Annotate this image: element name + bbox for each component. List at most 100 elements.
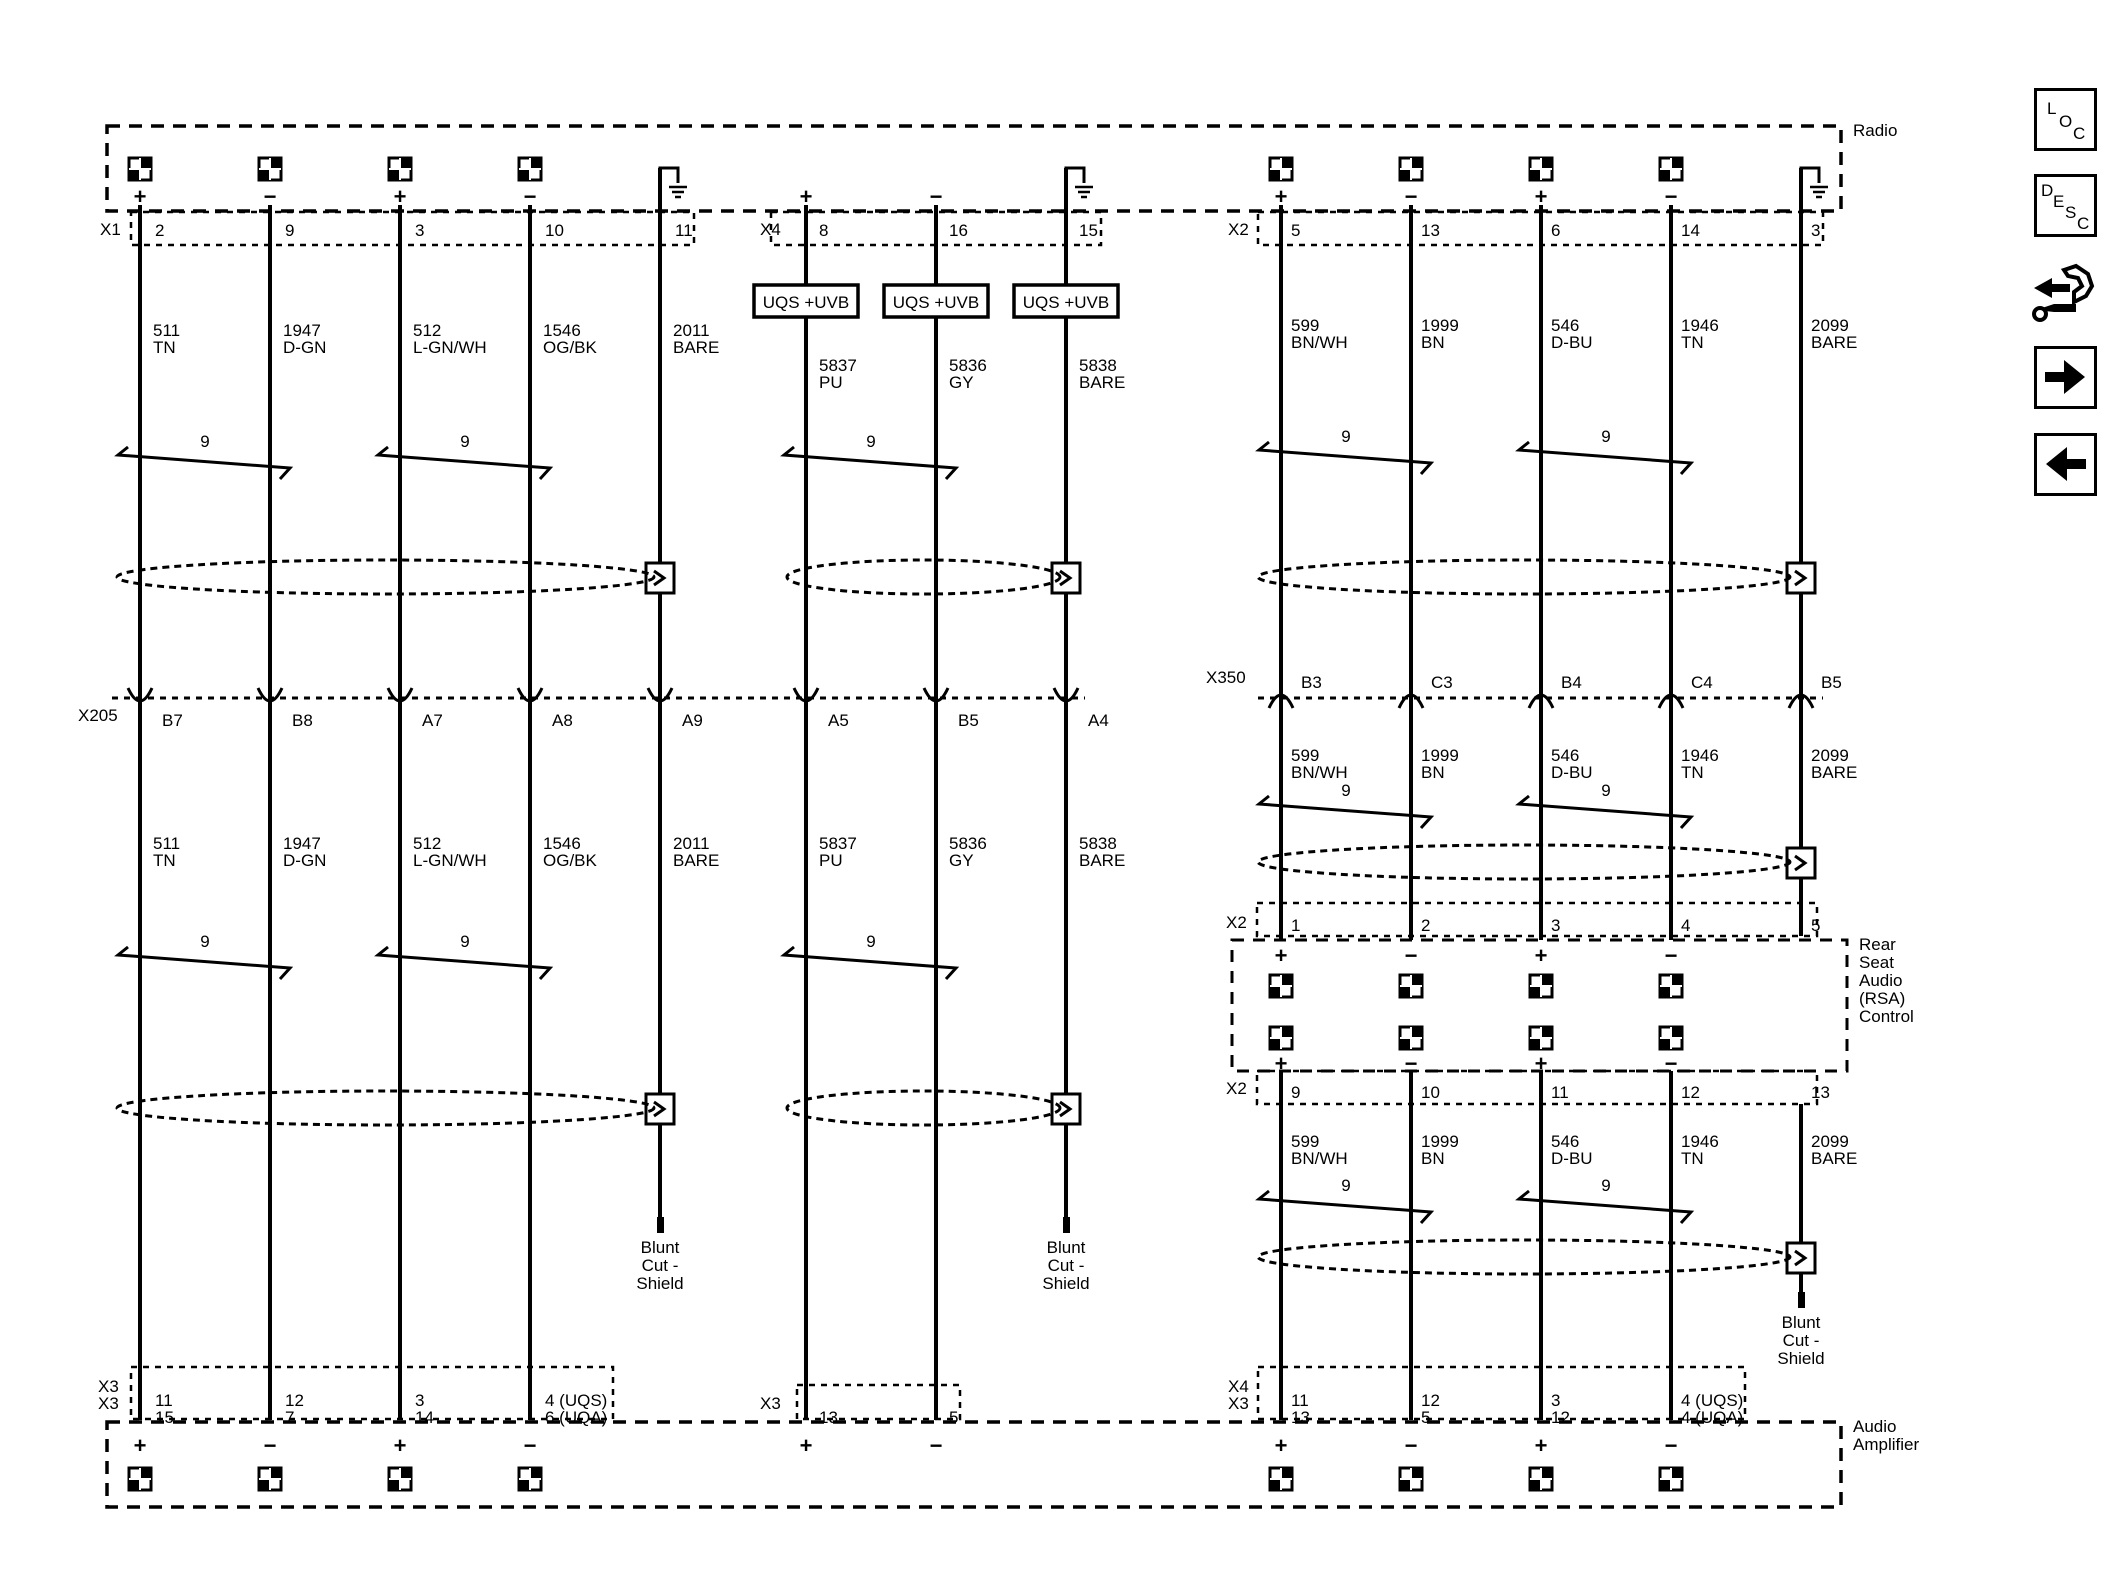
rsa-polarity-mark: + — [1275, 943, 1288, 968]
terminal-fill — [400, 1468, 411, 1479]
twisted-pair-marker — [1515, 440, 1695, 476]
twisted-pair-marker — [1255, 1189, 1435, 1225]
shield-ellipse — [1256, 843, 1792, 881]
rsa-control-label: Audio — [1859, 971, 1902, 990]
right-blunt-cut-label: Cut - — [1783, 1331, 1820, 1350]
amplifier-polarity-mark: − — [1405, 1433, 1418, 1458]
radio-polarity-mark: + — [800, 184, 813, 209]
connector-x4-bottom-label: X4 — [1228, 1377, 1249, 1396]
radio-module-label: Radio — [1853, 121, 1897, 140]
shield-drain-arrow — [1794, 854, 1808, 872]
wire-color: BN — [1421, 763, 1445, 782]
shield-ellipse — [1256, 558, 1792, 596]
terminal-fill — [1671, 158, 1682, 169]
uqs-uvb-option-label: UQS +UVB — [763, 293, 849, 312]
terminal-fill — [1281, 1027, 1292, 1038]
terminal-fill — [1281, 975, 1292, 986]
terminal-fill — [270, 158, 281, 169]
terminal-fill — [1270, 1479, 1281, 1490]
amplifier-polarity-mark: − — [1665, 1433, 1678, 1458]
x350-pin-label: B4 — [1561, 673, 1582, 692]
x2-rsa-out-box — [1255, 1069, 1819, 1106]
inline-connector-cap — [1397, 693, 1425, 709]
terminal-fill — [1411, 158, 1422, 169]
loc-icon[interactable]: L O C — [2034, 88, 2097, 151]
terminal-fill — [519, 1479, 530, 1490]
audio-amplifier-module-outline — [105, 1420, 1843, 1509]
radio-polarity-mark: + — [1275, 184, 1288, 209]
twisted-pair-label: 9 — [460, 432, 469, 451]
amplifier-polarity-mark: + — [1535, 1433, 1548, 1458]
twisted-pair-marker — [1255, 794, 1435, 830]
x205-pin-label: A4 — [1088, 711, 1109, 730]
tool-icon[interactable] — [2030, 262, 2098, 333]
x2-rsa-in-pin-label: 5 — [1811, 916, 1820, 935]
arrow-left-icon[interactable] — [2034, 433, 2097, 496]
x2-rsa-in-pin-label: 1 — [1291, 916, 1300, 935]
connector-x3-left-label: X3 — [98, 1377, 119, 1396]
twisted-pair-label: 9 — [200, 932, 209, 951]
terminal-fill — [1541, 158, 1552, 169]
wire-color: BARE — [1811, 1149, 1857, 1168]
radio-polarity-mark: − — [264, 184, 277, 209]
rsa-polarity-mark: − — [1665, 943, 1678, 968]
desc-icon[interactable]: D E S C — [2034, 174, 2097, 237]
mid-blunt-cut-label: Shield — [1042, 1274, 1089, 1293]
wire-color: D-GN — [283, 338, 326, 357]
inline-connector-cup — [792, 687, 820, 703]
x3-pin-label: 13 — [1291, 1408, 1310, 1427]
terminal-fill — [1400, 986, 1411, 997]
x1-pin-label: 2 — [155, 221, 164, 240]
inline-connector-cup — [386, 687, 414, 703]
wire-color: BARE — [1811, 763, 1857, 782]
x4-x3-right-box — [1256, 1365, 1747, 1421]
connector-x350-label: X350 — [1206, 668, 1246, 687]
circuit-number: 1999 — [1421, 746, 1459, 765]
wire-color: D-GN — [283, 851, 326, 870]
terminal-fill — [1530, 986, 1541, 997]
amplifier-polarity-mark: − — [930, 1433, 943, 1458]
inline-connector-cup — [126, 687, 154, 703]
arrow-right-icon[interactable] — [2034, 346, 2097, 409]
x205-pin-label: A8 — [552, 711, 573, 730]
terminal-fill — [1660, 169, 1671, 180]
twisted-pair-label: 9 — [1341, 427, 1350, 446]
x4-pin-label: 4 (UQS) — [1681, 1391, 1743, 1410]
terminal-fill — [1400, 1038, 1411, 1049]
blunt-cut-end — [1063, 1217, 1070, 1233]
terminal-fill — [1270, 169, 1281, 180]
x4-pin-label: 12 — [1421, 1391, 1440, 1410]
rsa-polarity-mark: + — [1535, 943, 1548, 968]
terminal-fill — [1270, 1038, 1281, 1049]
wire-color: BARE — [673, 851, 719, 870]
wire-color: D-BU — [1551, 1149, 1593, 1168]
uqs-uvb-option-box — [1012, 283, 1120, 319]
wire-color: TN — [1681, 333, 1704, 352]
x4-pin-label: 11 — [1291, 1391, 1309, 1410]
circuit-number: 1946 — [1681, 1132, 1719, 1151]
shield-drain-arrow — [1794, 569, 1808, 587]
circuit-number: 5837 — [819, 356, 857, 375]
x3-pin-label: 12 — [1551, 1408, 1570, 1427]
x2-rsa-in-pin-label: 4 — [1681, 916, 1690, 935]
terminal-fill — [140, 158, 151, 169]
inline-connector-cap — [1267, 693, 1295, 709]
circuit-number: 1947 — [283, 321, 321, 340]
x2-rsa-out-pin-label: 13 — [1811, 1083, 1830, 1102]
x4-pin-label: 8 — [819, 221, 828, 240]
wire-color: PU — [819, 851, 843, 870]
wire-color: BARE — [1079, 851, 1125, 870]
terminal-fill — [1660, 1038, 1671, 1049]
twisted-pair-label: 9 — [866, 932, 875, 951]
radio-polarity-mark: − — [524, 184, 537, 209]
amplifier-polarity-mark: − — [264, 1433, 277, 1458]
x205-pin-label: A5 — [828, 711, 849, 730]
x2-pin-label: 13 — [1421, 221, 1440, 240]
shield-ellipse — [115, 1089, 656, 1127]
terminal-fill — [1281, 158, 1292, 169]
terminal-fill — [1400, 169, 1411, 180]
shield-ellipse — [785, 1089, 1062, 1127]
x4-pin-label: 16 — [949, 221, 968, 240]
shield-drain-arrow — [1059, 1100, 1073, 1118]
rsa-polarity-mark: − — [1405, 943, 1418, 968]
